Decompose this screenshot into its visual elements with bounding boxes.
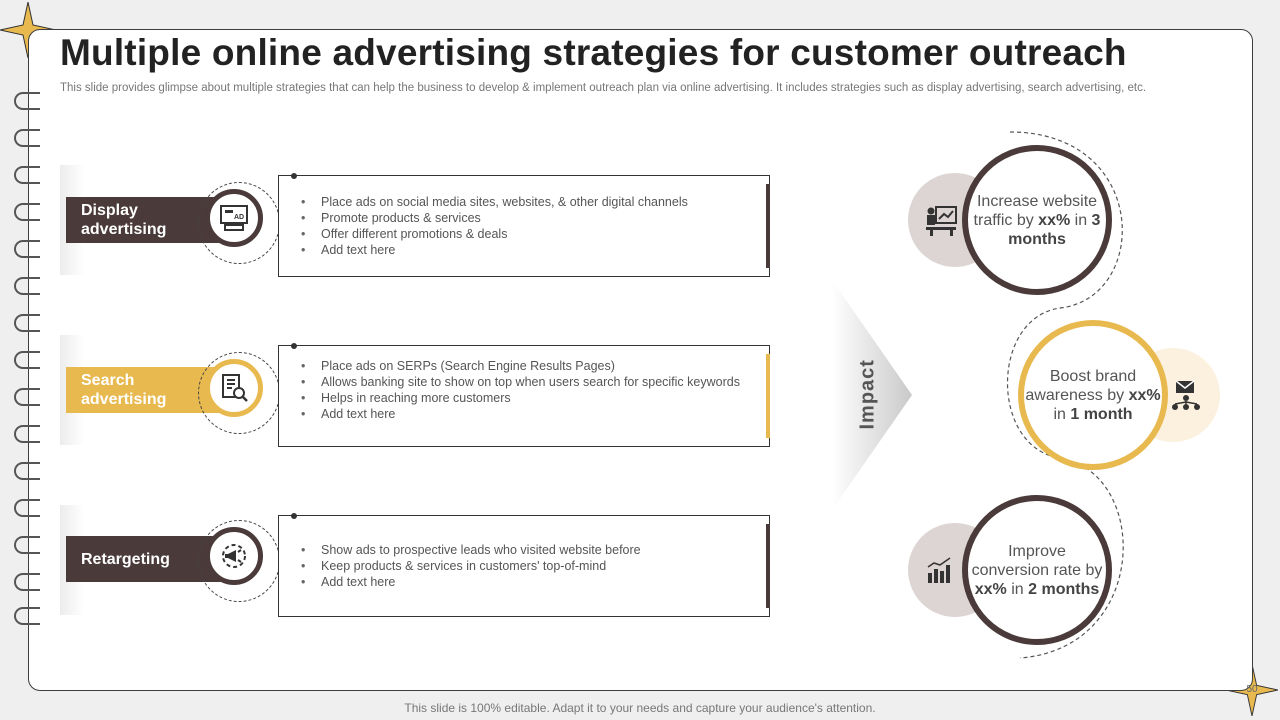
- list-item: Helps in reaching more customers: [301, 390, 749, 406]
- strategy-row-retargeting: Retargeting Show ads to prospective lead…: [60, 505, 780, 617]
- page-number: 50: [1246, 684, 1258, 695]
- list-item: Place ads on SERPs (Search Engine Result…: [301, 358, 749, 374]
- icon-ring: [198, 352, 280, 434]
- list-item: Promote products & services: [301, 210, 749, 226]
- list-item: Show ads to prospective leads who visite…: [301, 542, 749, 558]
- icon-ring: AD: [198, 182, 280, 264]
- slide-footer: This slide is 100% editable. Adapt it to…: [404, 701, 876, 715]
- list-item: Allows banking site to show on top when …: [301, 374, 749, 390]
- impact-item: Improve conversion rate by xx% in 2 mont…: [906, 495, 1116, 647]
- list-item: Add text here: [301, 242, 749, 258]
- presentation-chart-icon: [920, 201, 960, 241]
- strategy-details: Place ads on SERPs (Search Engine Result…: [278, 343, 770, 447]
- target-megaphone-icon: [205, 527, 263, 585]
- strategy-details: Show ads to prospective leads who visite…: [278, 513, 770, 617]
- icon-ring: [198, 520, 280, 602]
- impact-item: Increase website traffic by xx% in 3 mon…: [906, 145, 1116, 297]
- impact-text: Boost brand awareness by xx% in 1 month: [1018, 320, 1168, 470]
- page-title: Multiple online advertising strategies f…: [60, 32, 1127, 73]
- svg-text:AD: AD: [234, 214, 244, 221]
- list-item: Add text here: [301, 406, 749, 422]
- impact-arrow: [832, 280, 912, 510]
- ad-display-icon: AD: [205, 189, 263, 247]
- impact-item: Boost brand awareness by xx% in 1 month: [1016, 320, 1226, 472]
- corner-star-icon: [0, 2, 56, 58]
- impact-label: Impact: [856, 359, 879, 430]
- strategy-details: Place ads on social media sites, website…: [278, 173, 770, 277]
- impact-text: Improve conversion rate by xx% in 2 mont…: [962, 495, 1112, 645]
- search-document-icon: [205, 359, 263, 417]
- list-item: Place ads on social media sites, website…: [301, 194, 749, 210]
- impact-text: Increase website traffic by xx% in 3 mon…: [962, 145, 1112, 295]
- list-item: Offer different promotions & deals: [301, 226, 749, 242]
- list-item: Add text here: [301, 574, 749, 590]
- bar-chart-icon: [920, 551, 960, 591]
- list-item: Keep products & services in customers' t…: [301, 558, 749, 574]
- page-subtitle: This slide provides glimpse about multip…: [60, 82, 1147, 94]
- brand-network-icon: [1166, 376, 1206, 416]
